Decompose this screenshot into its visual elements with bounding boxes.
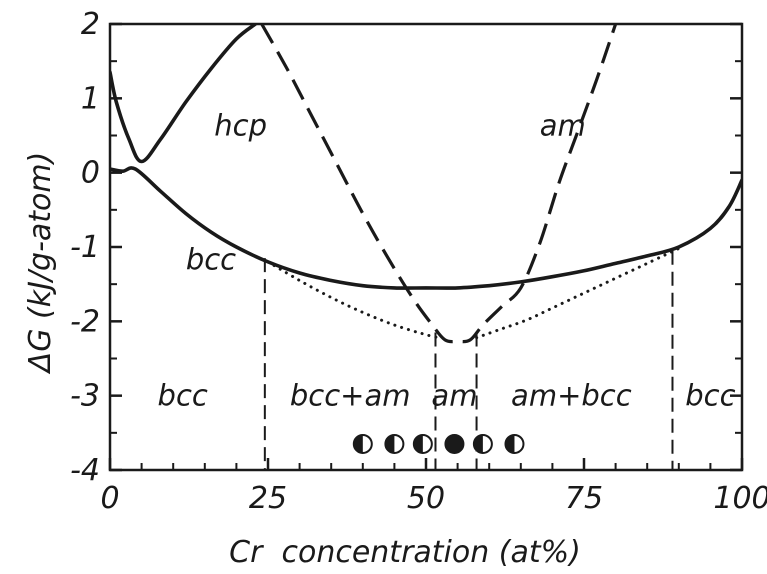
experimental-point-4: [472, 433, 493, 454]
series-bcc-curve-0: [110, 166, 742, 290]
y-tick-label-3: -1: [70, 230, 100, 265]
ticks-layer: 0 25 50 75 100 -4 -3 -2 -1 0 1 2: [70, 7, 767, 516]
series-common-tangent-curve-4: [475, 247, 681, 340]
y-tick-label-2: -2: [70, 304, 100, 339]
x-tick-label-3: 75: [565, 481, 603, 516]
phase-boundaries-layer: [263, 250, 674, 470]
y-tick-label-4: 0: [81, 156, 100, 191]
x-tick-label-4: 100: [713, 481, 767, 516]
experimental-point-0: [352, 433, 373, 454]
y-tick-label-1: -3: [70, 379, 100, 414]
labels-layer: hcp bcc am bcc bcc+am am am+bcc bcc: [158, 109, 736, 413]
y-tick-label-6: 2: [81, 7, 100, 42]
region-label-4: bcc: [685, 379, 735, 413]
series-am-curve-2: [260, 24, 618, 344]
region-label-0: bcc: [158, 379, 208, 413]
y-tick-label-5: 1: [81, 81, 100, 116]
curve-label-am: am: [540, 109, 586, 143]
series-hcp-curve-1: [110, 24, 258, 164]
experimental-point-1: [384, 433, 405, 454]
curves-layer: [110, 24, 742, 344]
region-label-1: bcc+am: [290, 379, 411, 413]
x-axis-label: Cr concentration (at%): [229, 535, 581, 570]
experimental-points-layer: [352, 433, 525, 454]
curve-label-hcp: hcp: [214, 109, 267, 143]
y-axis-label: ΔG (kJ/g-atom): [23, 152, 58, 375]
experimental-point-2: [412, 433, 433, 454]
region-label-3: am+bcc: [511, 379, 632, 413]
experimental-point-5: [504, 433, 525, 454]
x-tick-label-2: 50: [407, 481, 445, 516]
curve-label-bcc: bcc: [186, 242, 236, 276]
x-tick-label-0: 0: [100, 481, 119, 516]
x-tick-label-1: 25: [249, 481, 287, 516]
region-label-2: am: [431, 379, 477, 413]
experimental-point-3: [444, 433, 465, 454]
y-tick-label-0: -4: [70, 453, 100, 488]
series-common-tangent-curve-3: [266, 260, 441, 340]
